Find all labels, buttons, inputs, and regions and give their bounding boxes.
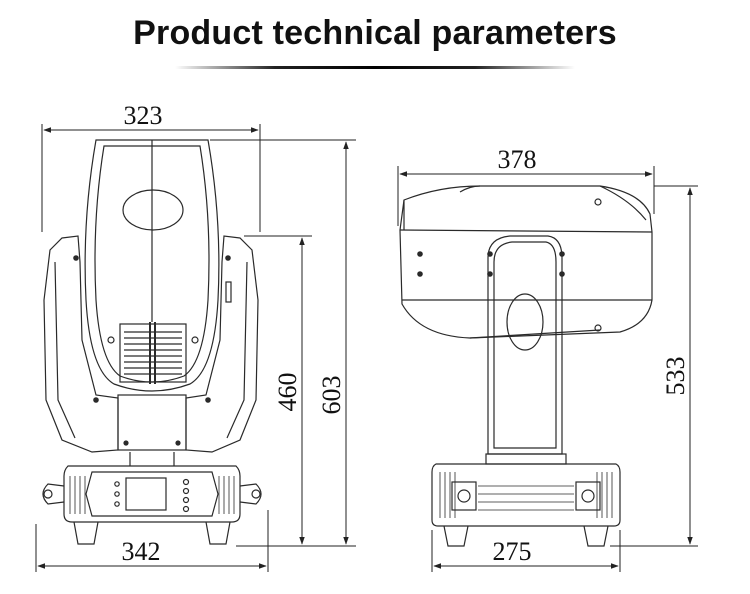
dim-front-yoke-height: 460 (273, 373, 302, 412)
side-pivot-oval (506, 293, 544, 351)
front-view (42, 139, 262, 545)
dim-side-head-length: 378 (498, 145, 537, 174)
front-display (125, 477, 167, 511)
side-dimensions (397, 166, 698, 572)
title-underline (175, 66, 575, 69)
front-base (63, 465, 241, 523)
front-logo-oval (122, 189, 184, 231)
front-head (84, 139, 220, 392)
front-fan-grille (119, 322, 187, 384)
dim-front-total-height: 603 (317, 376, 346, 415)
side-view (399, 185, 653, 547)
dim-side-base-depth: 275 (493, 537, 532, 566)
front-handle-right (239, 483, 262, 505)
front-dimensions (35, 124, 356, 572)
side-base (431, 463, 621, 527)
dim-front-base-width: 342 (122, 537, 161, 566)
side-handle-left (457, 489, 471, 503)
side-yoke (487, 235, 563, 455)
side-handle-right (581, 489, 595, 503)
front-handle-left (42, 483, 65, 505)
dim-side-total-height: 533 (661, 357, 690, 396)
page-title: Product technical parameters (133, 14, 617, 52)
dim-front-top-width: 323 (124, 101, 163, 130)
front-yoke-center (117, 394, 187, 451)
side-head (399, 185, 653, 339)
